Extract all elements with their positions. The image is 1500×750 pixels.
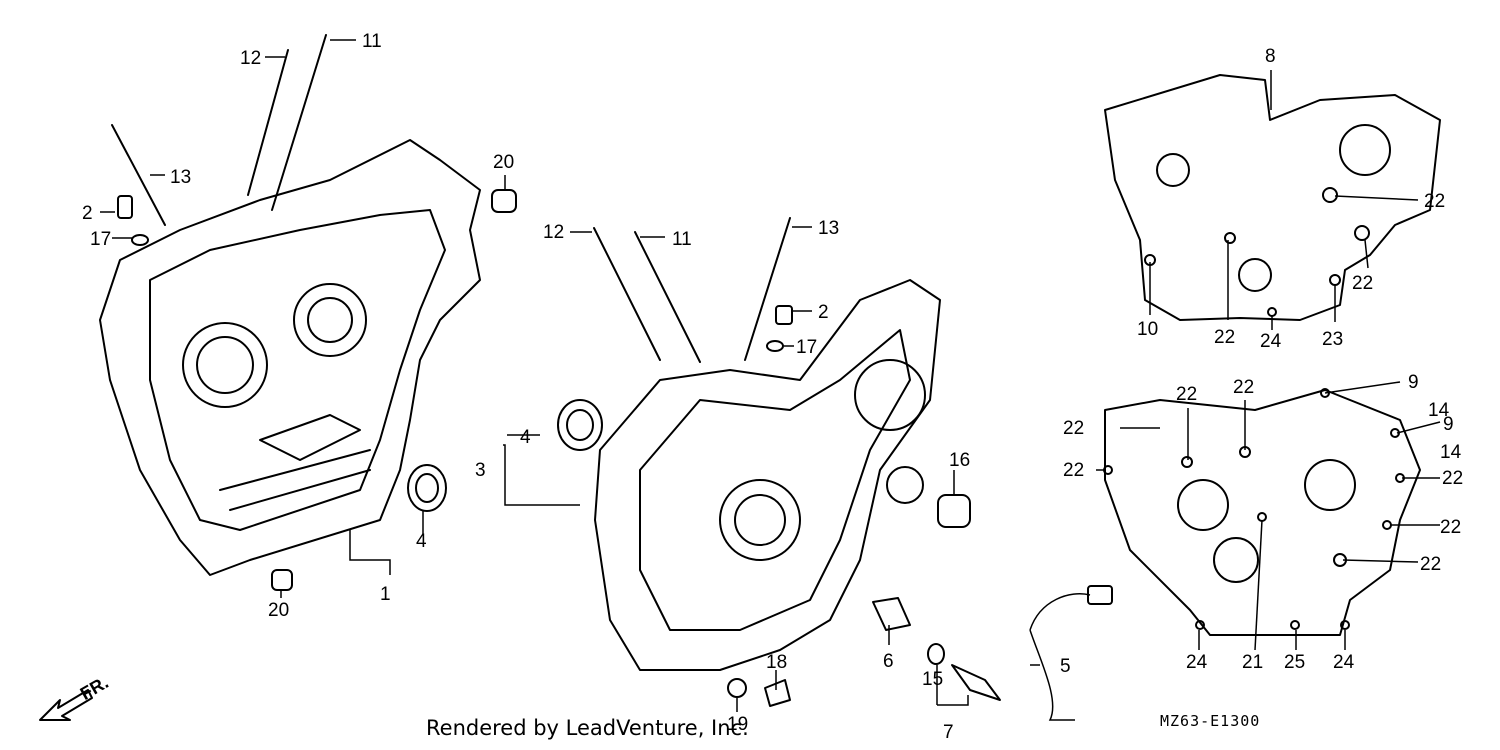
left-studs (111, 34, 517, 591)
callout-1: 1 (380, 584, 391, 605)
callout-17-left: 17 (90, 229, 111, 250)
small-parts (727, 585, 1113, 721)
center-studs (593, 217, 793, 363)
callout-13-center: 13 (818, 218, 839, 239)
callout-5: 5 (1060, 656, 1071, 677)
callout-19: 19 (727, 714, 748, 735)
left-crankcase (99, 139, 481, 576)
callout-labels: 1 2 2 3 4 4 5 6 7 8 9 9 10 11 11 12 12 1… (82, 31, 1463, 743)
callout-15: 15 (922, 669, 943, 690)
callout-17-center: 17 (796, 337, 817, 358)
callout-7: 7 (943, 722, 954, 743)
callout-22-e: 22 (1233, 377, 1254, 398)
callout-8: 8 (1265, 46, 1276, 67)
callout-24-left: 24 (1186, 652, 1208, 673)
rendered-by-credit: Rendered by LeadVenture, Inc. (426, 716, 749, 740)
callout-6: 6 (883, 651, 894, 672)
callout-16: 16 (949, 450, 970, 471)
callout-23: 23 (1322, 329, 1343, 350)
callout-14a: 14 (1428, 400, 1450, 421)
callout-3: 3 (475, 460, 486, 481)
callout-25: 25 (1284, 652, 1305, 673)
callout-24-top: 24 (1260, 331, 1282, 352)
right-crankcase (557, 279, 971, 671)
callout-22-d: 22 (1176, 384, 1197, 405)
callout-22-c: 22 (1214, 327, 1235, 348)
callout-22-j: 22 (1420, 554, 1441, 575)
callout-13-left: 13 (170, 167, 191, 188)
callout-11-left: 11 (362, 31, 382, 52)
callout-22-f: 22 (1063, 418, 1084, 439)
gasket-lower (1103, 388, 1421, 636)
callout-20-bottom: 20 (268, 600, 289, 621)
callout-9b: 9 (1443, 414, 1454, 435)
callout-9a: 9 (1408, 372, 1419, 393)
callout-24-right: 24 (1333, 652, 1355, 673)
callout-4-center: 4 (520, 427, 531, 448)
callout-11-center: 11 (672, 229, 692, 250)
gasket-upper (1104, 74, 1441, 321)
callout-2-center: 2 (818, 302, 829, 323)
callout-12-center: 12 (543, 222, 564, 243)
callout-22-a: 22 (1424, 191, 1445, 212)
callout-18: 18 (766, 652, 787, 673)
callout-22-b: 22 (1352, 273, 1373, 294)
callout-14b: 14 (1440, 442, 1462, 463)
front-direction-arrow (39, 689, 93, 721)
callout-20-top: 20 (493, 152, 514, 173)
callout-21: 21 (1242, 652, 1263, 673)
diagram-code: MZ63-E1300 (1160, 712, 1261, 730)
leader-lines (100, 39, 1441, 712)
callout-22-i: 22 (1440, 517, 1461, 538)
callout-22-g: 22 (1063, 460, 1084, 481)
callout-12-left: 12 (240, 48, 261, 69)
callout-2-left: 2 (82, 203, 93, 224)
callout-10: 10 (1137, 319, 1158, 340)
callout-22-h: 22 (1442, 468, 1463, 489)
callout-4-left: 4 (416, 531, 427, 552)
